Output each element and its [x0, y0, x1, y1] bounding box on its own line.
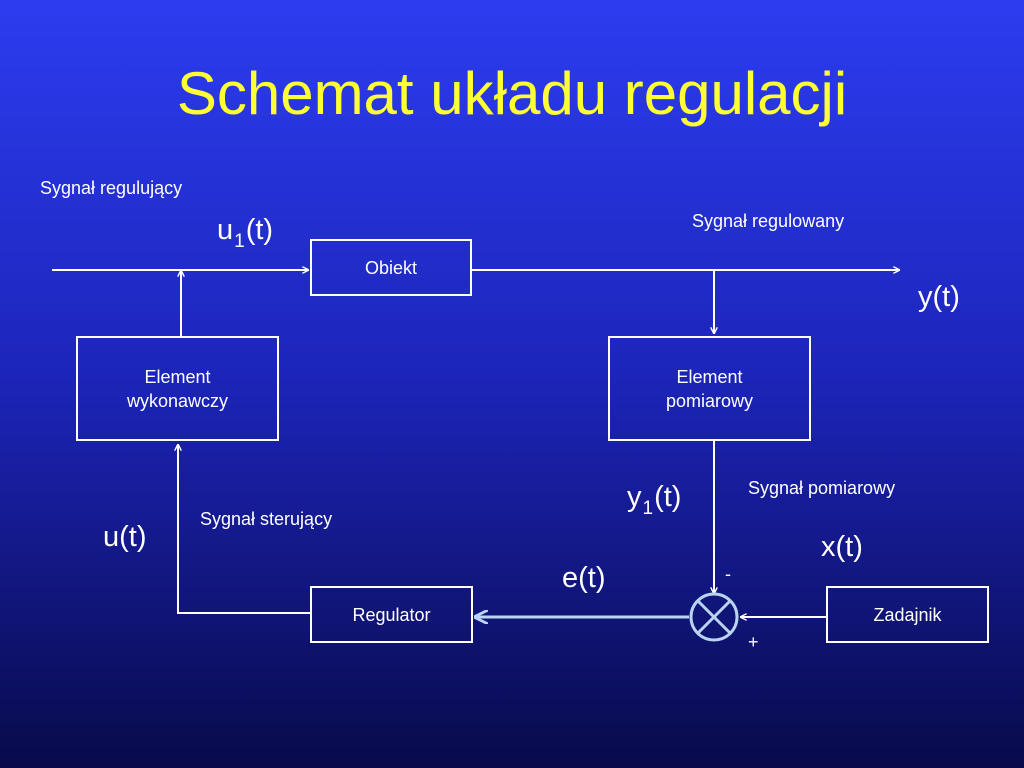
- sygnal-pomiarowy-label: Sygnał pomiarowy: [748, 478, 896, 498]
- slide-title: Schemat układu regulacji: [176, 60, 848, 127]
- summing-junction-icon: [689, 592, 739, 642]
- element-pomiarowy-block: Element pomiarowy: [608, 336, 811, 441]
- zadajnik-label: Zadajnik: [873, 604, 942, 625]
- sygnal-regulujacy-label: Sygnał regulujący: [40, 178, 183, 198]
- obiekt-label: Obiekt: [364, 257, 418, 278]
- control-signal-line: [178, 444, 310, 614]
- e-variable-label: e(t): [562, 562, 606, 594]
- u-variable-label: u(t): [103, 521, 147, 553]
- junction-plus-sign: +: [748, 632, 759, 652]
- x-variable-label: x(t): [821, 531, 863, 563]
- element-wykonawczy-label: Element wykonawczy: [126, 366, 229, 411]
- regulator-block: Regulator: [310, 586, 473, 643]
- zadajnik-block: Zadajnik: [826, 586, 989, 643]
- regulator-label: Regulator: [352, 604, 431, 625]
- y1-variable-label: y1(t): [627, 481, 682, 519]
- u1-variable-label: u1(t): [217, 214, 274, 252]
- element-wykonawczy-block: Element wykonawczy: [76, 336, 279, 441]
- junction-minus-sign: -: [725, 564, 731, 584]
- y-variable-label: y(t): [918, 281, 960, 313]
- element-pomiarowy-label: Element pomiarowy: [665, 366, 754, 411]
- obiekt-block: Obiekt: [310, 239, 472, 296]
- sygnal-regulowany-label: Sygnał regulowany: [692, 211, 845, 231]
- sygnal-sterujacy-label: Sygnał sterujący: [200, 509, 333, 529]
